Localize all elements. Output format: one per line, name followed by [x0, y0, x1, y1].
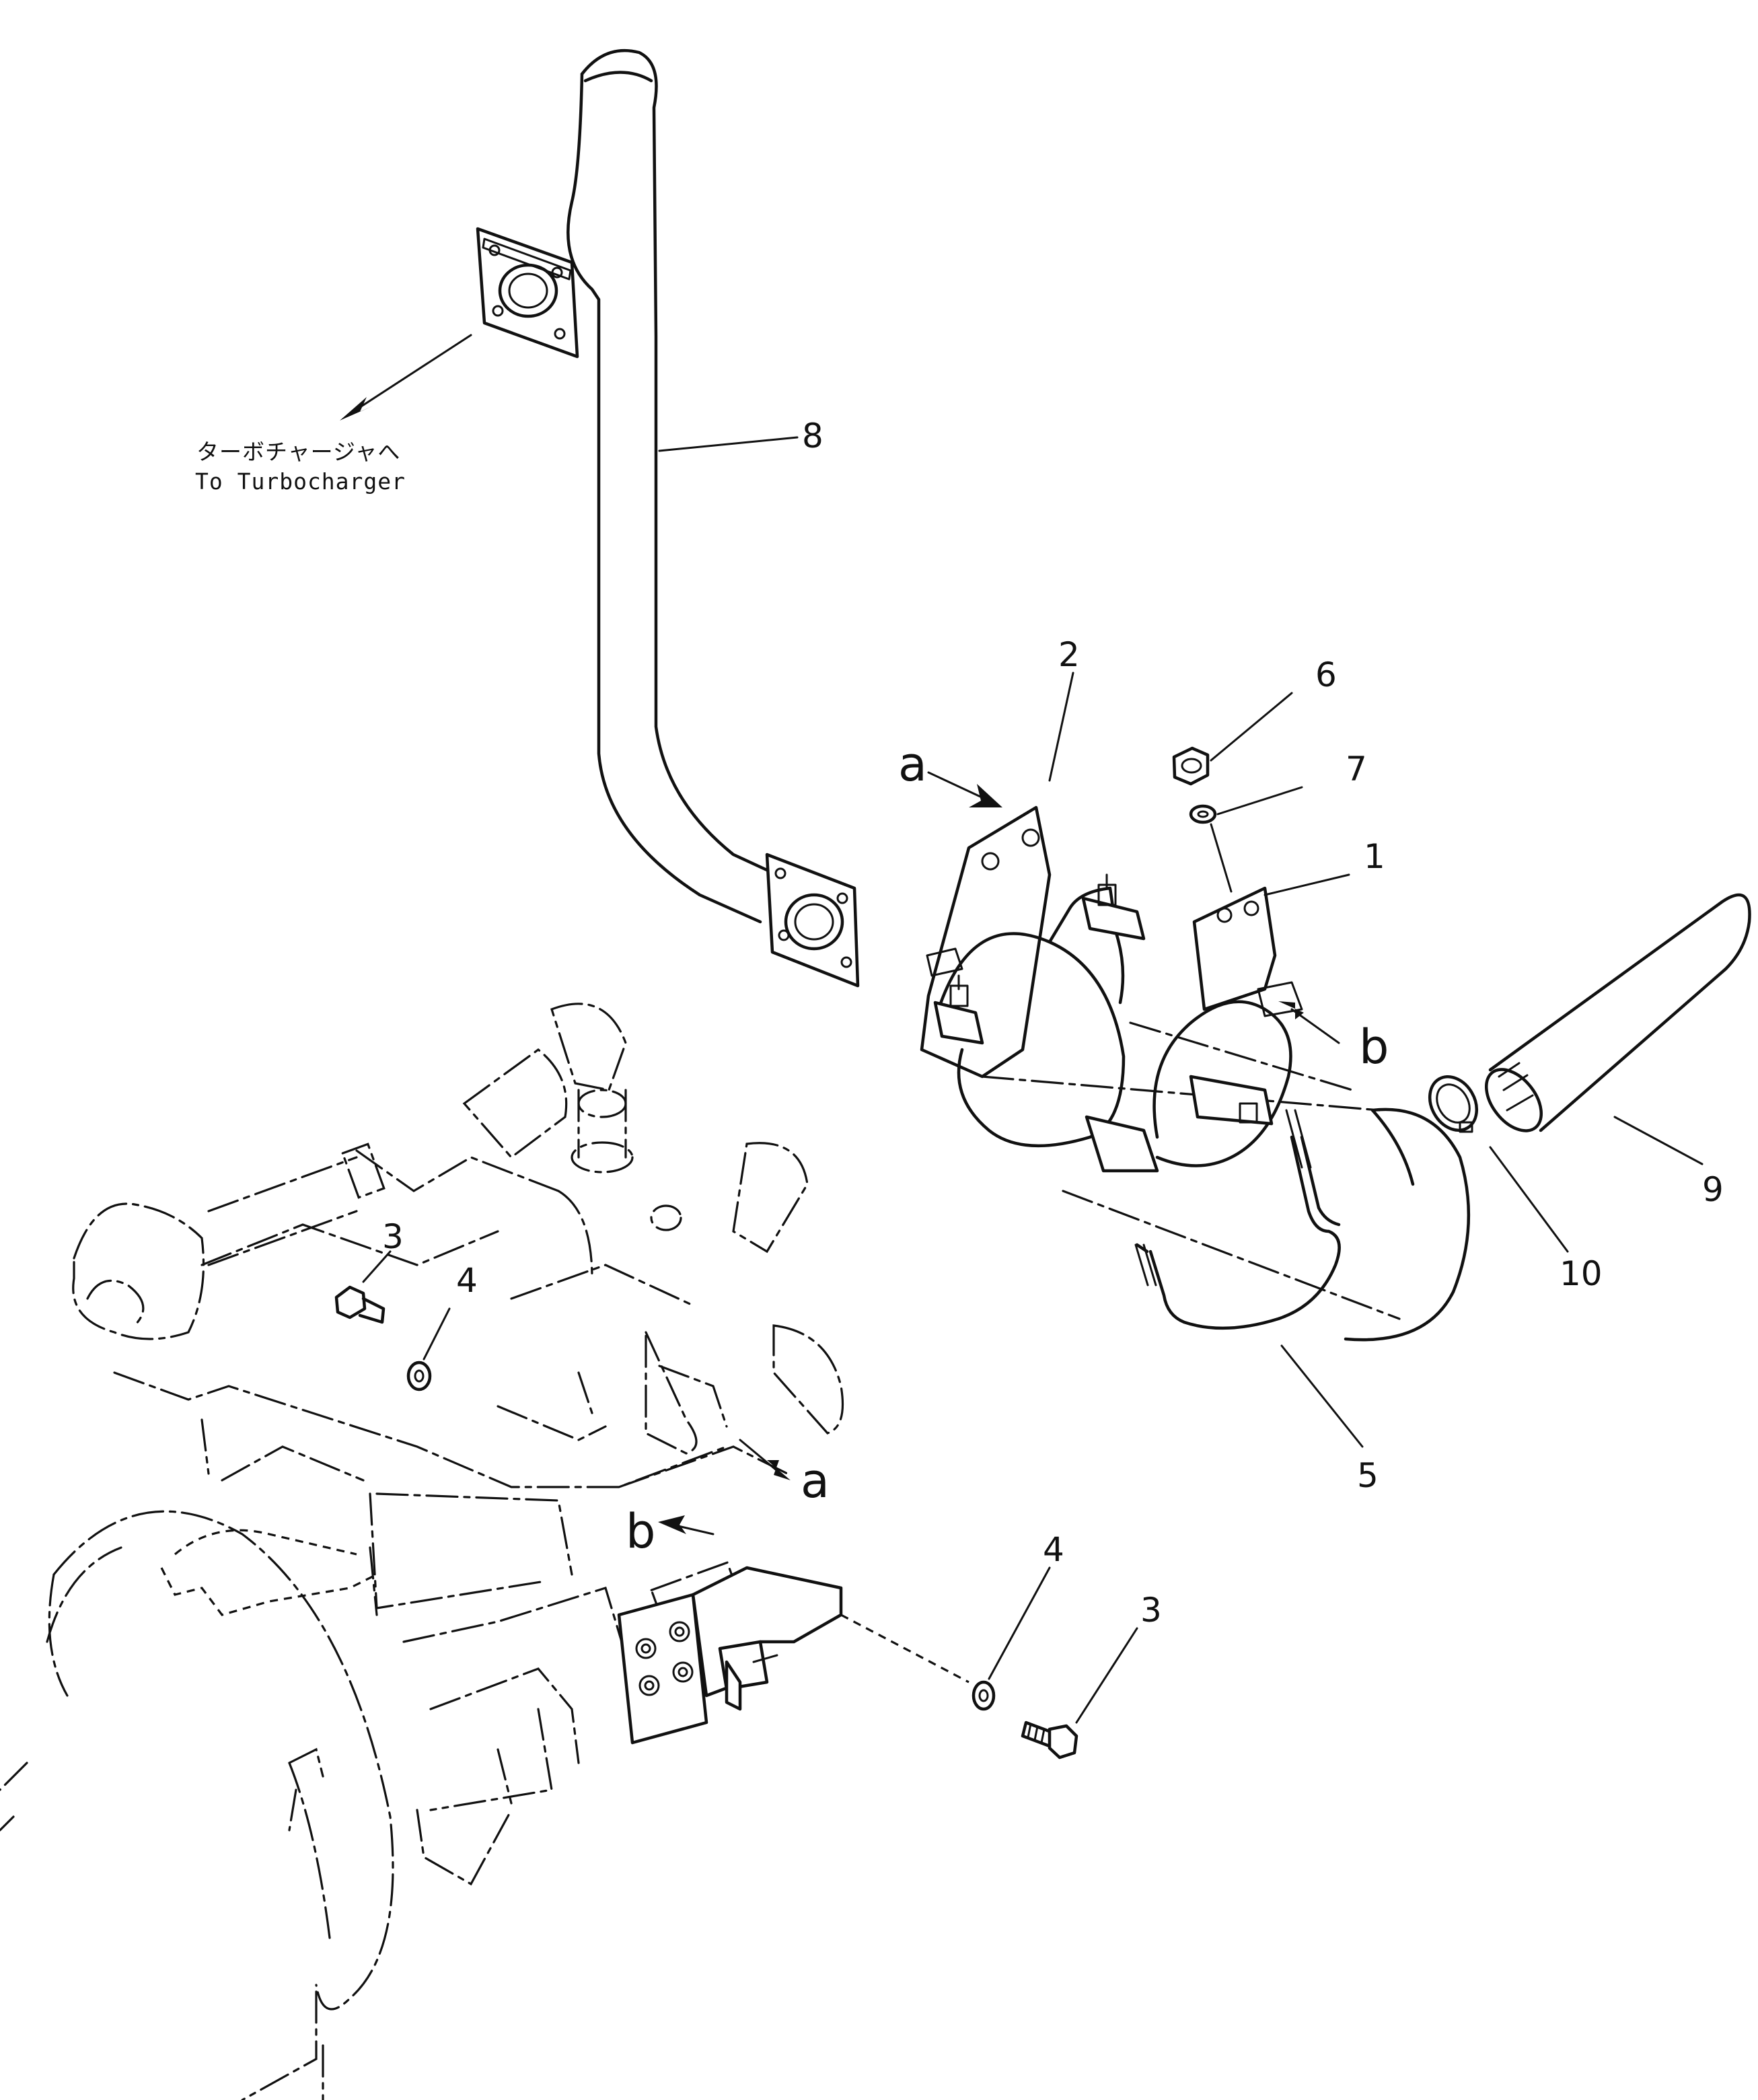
callout-4-lower: 4: [1043, 1530, 1064, 1569]
bolt-washer-upper: [334, 1285, 432, 1391]
callout-7: 7: [1346, 750, 1367, 789]
callout-3-lower: 3: [1140, 1591, 1162, 1630]
ref-b-engine: b: [626, 1504, 655, 1559]
note-jp: ターボチャージャへ: [196, 439, 400, 465]
callout-6: 6: [1315, 655, 1337, 694]
callout-8: 8: [802, 417, 823, 456]
muffler-assembly: [920, 805, 1471, 1342]
leader-lines: [340, 334, 1704, 1724]
ref-a-engine: a: [801, 1453, 830, 1509]
callout-1: 1: [1364, 837, 1385, 876]
callout-3-upper: 3: [382, 1217, 404, 1256]
note-en: To Turbocharger: [195, 468, 406, 495]
nut-and-washer: [1172, 746, 1233, 893]
hose-clamp: [1428, 1075, 1479, 1133]
callout-10: 10: [1560, 1254, 1603, 1293]
callout-2: 2: [1058, 635, 1080, 674]
labels: ターボチャージャへ To Turbocharger 8 2 6 7 1 9 10…: [195, 417, 1724, 1630]
engine-phantom: [0, 1003, 844, 2100]
callout-4-upper: 4: [456, 1261, 478, 1300]
tail-pipe: [1484, 893, 1751, 1132]
ref-a-bracket: a: [898, 737, 927, 792]
ref-b-bracket: b: [1359, 1019, 1389, 1075]
callout-5: 5: [1357, 1456, 1379, 1495]
bolt-washer-lower: [972, 1680, 1078, 1760]
exhaust-pipe: [476, 48, 860, 988]
callout-9: 9: [1702, 1170, 1724, 1209]
mounting-bracket: [617, 1566, 969, 1745]
